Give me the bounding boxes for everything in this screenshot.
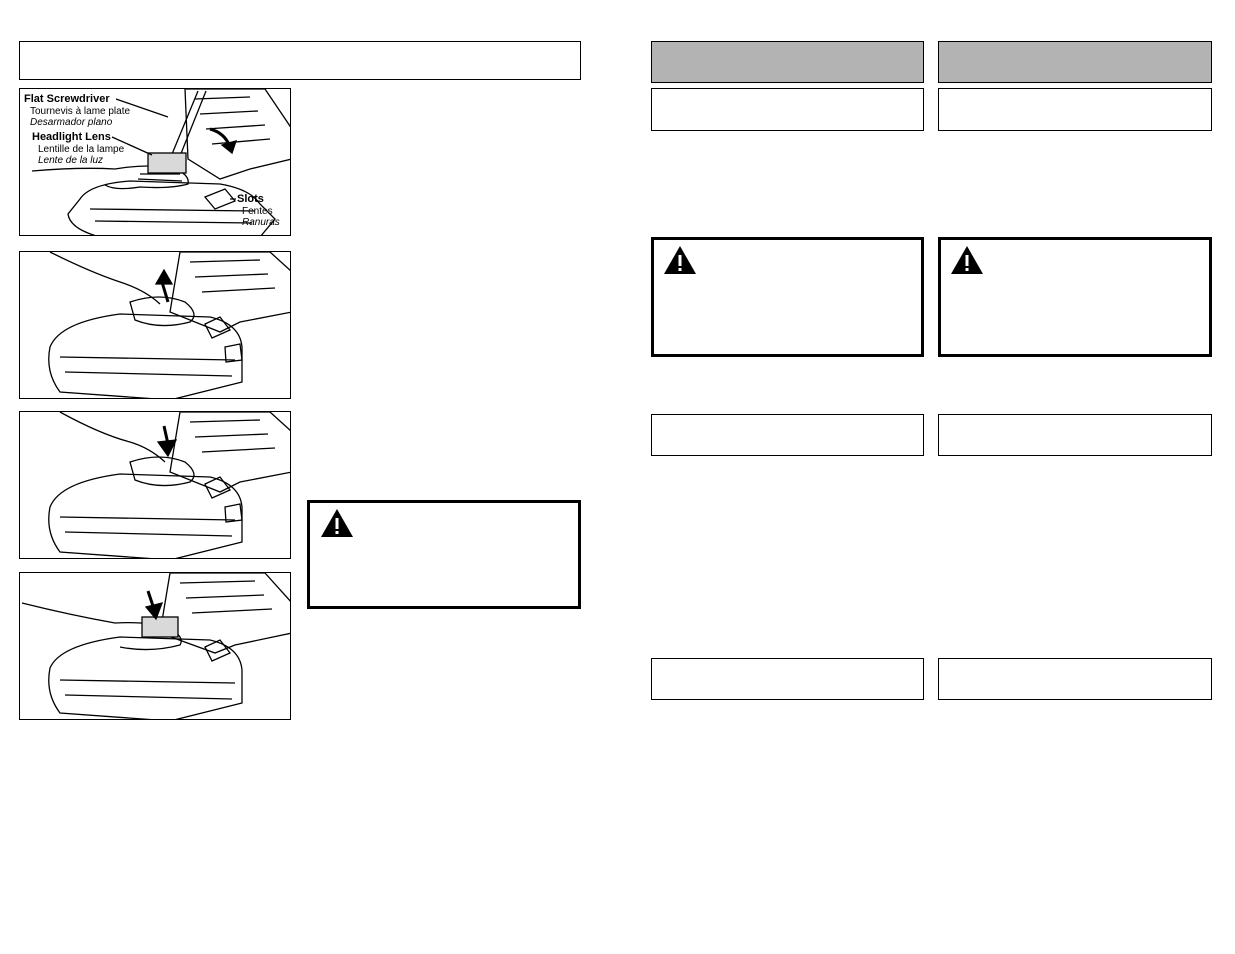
vacuum-illustration-4: [21, 573, 290, 719]
right-col2-warning-box: [938, 237, 1212, 357]
vacuum-illustration-3: [48, 412, 290, 558]
right-col1-section-box-2: [651, 658, 924, 700]
right-col1-warning-box: [651, 237, 924, 357]
label-slots: Slots: [237, 193, 264, 205]
label-desarmador: Desarmador plano: [30, 117, 113, 128]
right-col1-subheader: [651, 88, 924, 131]
left-header-box: [19, 41, 581, 80]
right-col1-header: [651, 41, 924, 83]
warning-triangle-icon: [321, 509, 353, 537]
figure-1-headlight-removal: Flat Screwdriver Tournevis à lame plate …: [19, 88, 291, 236]
vacuum-illustration-2: [48, 252, 290, 398]
label-ranuras: Ranuras: [242, 217, 280, 228]
left-warning-box: [307, 500, 581, 609]
right-col2-subheader: [938, 88, 1212, 131]
label-lentille: Lentille de la lampe: [38, 144, 125, 155]
right-col2-section-box-2: [938, 658, 1212, 700]
right-col2-section-box-1: [938, 414, 1212, 456]
figure-4-lens-install: [19, 572, 291, 720]
label-tournevis: Tournevis à lame plate: [30, 106, 131, 117]
figure-3-bulb-install: [19, 411, 291, 559]
right-col2-header: [938, 41, 1212, 83]
vacuum-illustration-1: [31, 89, 290, 235]
label-fentes: Fentes: [242, 206, 273, 217]
label-flat-screwdriver: Flat Screwdriver: [24, 93, 110, 105]
warning-triangle-icon: [951, 246, 983, 274]
right-col1-section-box-1: [651, 414, 924, 456]
figure-2-bulb-removal: [19, 251, 291, 399]
warning-triangle-icon: [664, 246, 696, 274]
label-lente: Lente de la luz: [38, 155, 104, 166]
label-headlight-lens: Headlight Lens: [32, 131, 111, 143]
